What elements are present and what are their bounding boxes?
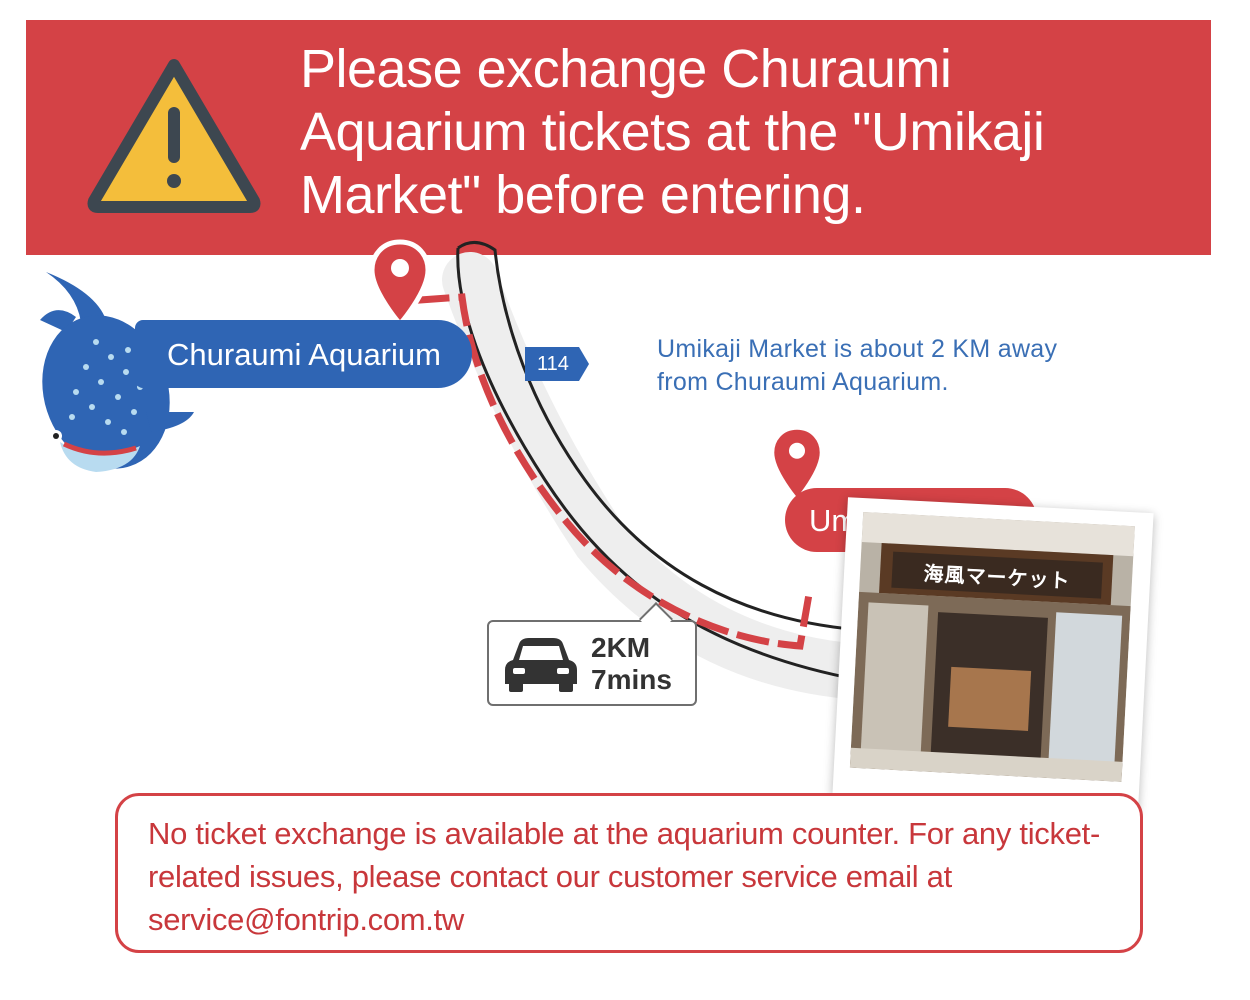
warning-icon	[87, 59, 261, 213]
distance-note: Umikaji Market is about 2 KM away from C…	[657, 335, 1058, 396]
banner-message: Please exchange Churaumi Aquarium ticket…	[300, 39, 1045, 225]
driving-route	[416, 293, 813, 650]
road-number-badge: 114	[525, 347, 589, 381]
road-number: 114	[537, 352, 569, 375]
drive-time: 7mins	[591, 664, 672, 695]
market-photo: 海風マーケット	[832, 497, 1154, 811]
origin-label: Churaumi Aquarium	[135, 320, 472, 388]
drive-info-box: 2KM 7mins	[487, 620, 697, 706]
notice-box: No ticket exchange is available at the a…	[115, 793, 1143, 953]
car-icon	[505, 638, 577, 692]
map-pin-icon	[369, 239, 431, 328]
notice-text: No ticket exchange is available at the a…	[148, 816, 1100, 937]
drive-distance: 2KM	[591, 632, 651, 663]
